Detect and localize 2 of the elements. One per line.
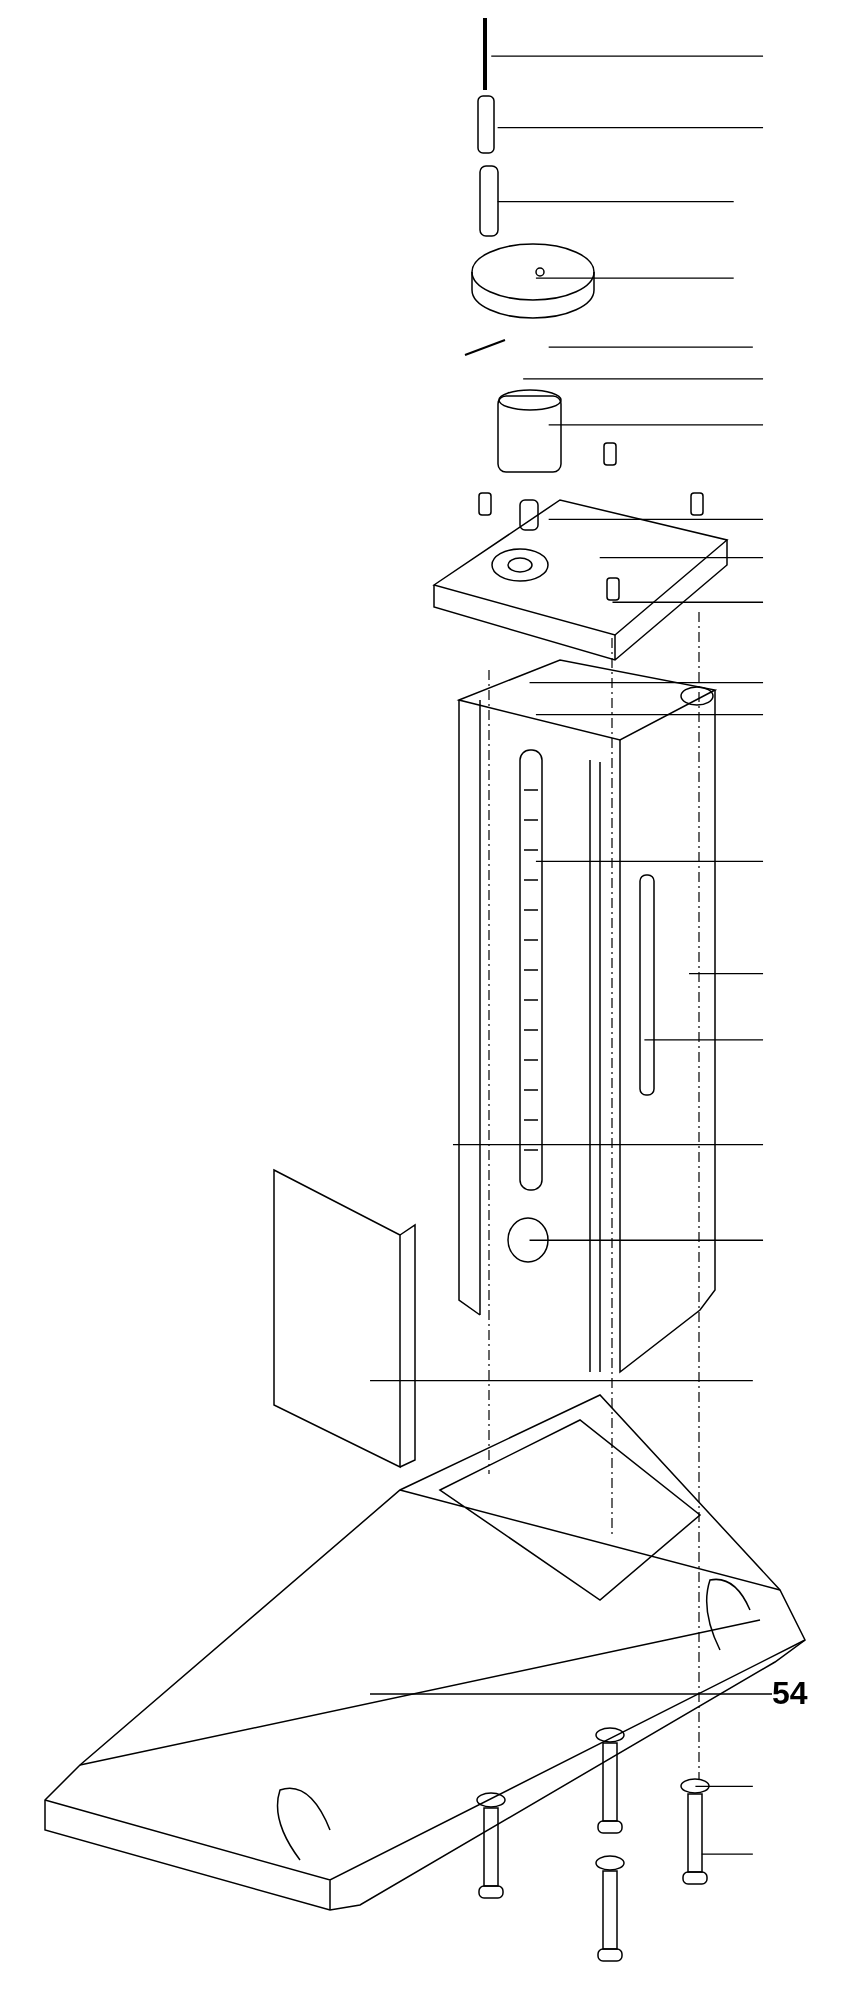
callout-number: 54: [772, 1677, 820, 1711]
leader-line: [369, 1693, 773, 1695]
